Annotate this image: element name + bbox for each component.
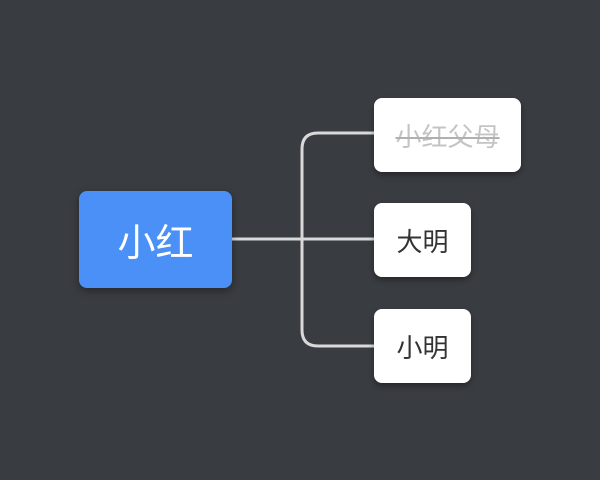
root-node[interactable]: 小红 <box>79 191 232 288</box>
child-node-xiaoming[interactable]: 小明 <box>374 309 471 383</box>
root-node-label: 小红 <box>117 221 194 265</box>
child-node-parents-label: 小红父母 <box>395 122 500 153</box>
child-node-xiaoming-label: 小明 <box>396 333 449 364</box>
child-node-daming-label: 大明 <box>396 227 449 258</box>
child-node-parents[interactable]: 小红父母 <box>374 98 521 172</box>
child-node-daming[interactable]: 大明 <box>374 203 471 277</box>
